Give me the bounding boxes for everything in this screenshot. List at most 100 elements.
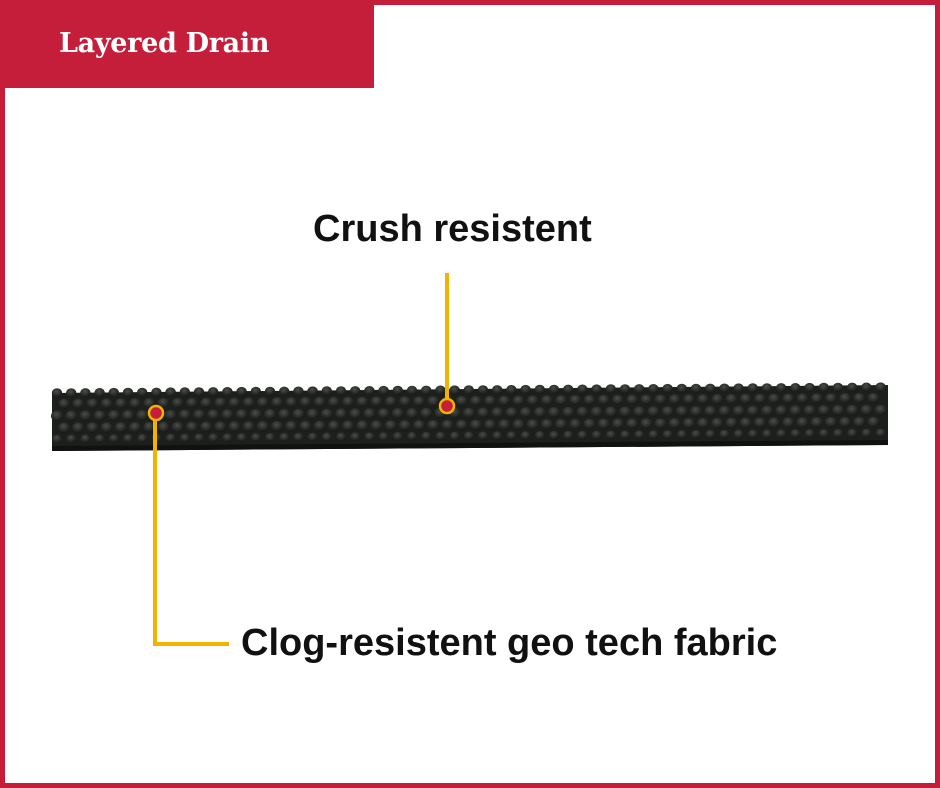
mat-stud [633,406,646,418]
mat-stud [591,430,602,440]
mat-stud [818,382,829,393]
page-title: Layered Drain [5,5,374,88]
mat-stud [179,433,190,443]
mat-stud [746,405,759,417]
mat-stud [804,429,815,439]
mat-stud [534,431,545,440]
mat-stud [370,420,383,432]
mat-stud [597,394,610,406]
mat-stud [647,406,660,418]
mat-stud [648,384,659,394]
mat-stud [549,430,559,440]
mat-stud [732,405,745,417]
mat-stud [236,386,247,397]
mat-stud [512,419,525,431]
mat-stud [463,385,474,395]
mat-stud [583,394,596,406]
mat-stud [435,385,446,395]
mat-stud [108,434,119,444]
mat-stud [384,396,397,407]
mat-stud [356,396,369,407]
mat-stud [569,418,582,430]
mat-stud [100,398,113,409]
mat-stud [705,429,716,439]
mat-stud [208,387,219,397]
mat-stud [839,416,851,428]
mat-stud [619,384,631,394]
mat-stud [654,394,667,405]
mat-stud [441,419,454,431]
mat-stud [455,395,468,407]
mat-stud [662,430,673,440]
mat-stud [279,432,290,442]
mat-stud [548,407,560,418]
mat-stud [548,384,560,395]
mat-stud [697,417,709,429]
mat-stud [563,430,574,440]
mat-stud [861,382,872,392]
mat-stud [577,430,588,440]
mat-stud [157,398,170,409]
mat-stud [775,405,788,417]
mat-stud [52,434,62,444]
mat-stud [235,409,248,420]
mat-stud [860,404,873,416]
mat-stud [611,418,624,430]
mat-stud [747,383,758,393]
mat-stud [569,395,581,406]
mat-stud [455,419,468,431]
mat-stud [58,398,70,410]
mat-stud [66,388,77,398]
mat-stud [620,430,630,440]
mat-stud [711,394,723,405]
mat-stud [761,383,773,393]
mat-stud [349,408,362,420]
drain-illustration [51,273,888,646]
mat-stud [435,431,446,441]
mat-stud [867,392,880,404]
mat-stud [505,407,518,419]
mat-stud [285,397,298,408]
mat-stud [250,433,261,442]
callout-dot-bottom [147,404,165,422]
mat-stud [605,384,616,394]
mat-stud [463,431,474,441]
mat-stud [733,429,744,439]
mat-stud [604,406,617,418]
mat-stud [80,434,91,444]
mat-stud [122,410,134,421]
mat-stud [427,419,440,431]
callout-dot-top [438,397,456,415]
mat-stud [285,420,298,432]
mat-stud [506,385,517,395]
mat-stud [847,382,858,392]
mat-stud [51,388,63,398]
mat-stud [86,398,99,409]
mat-stud [846,404,859,416]
mat-stud [626,394,638,405]
mat-stud [164,409,177,421]
mat-stud [668,418,681,429]
mat-stud [853,416,866,428]
mat-stud [391,408,404,419]
mat-stud [492,385,503,395]
mat-stud [136,410,149,421]
mat-stud [690,406,702,417]
mat-stud [122,387,134,398]
mat-stud [421,431,432,441]
mat-stud [526,395,539,406]
mat-stud [342,420,354,432]
mat-stud [292,408,305,420]
mat-stud [327,420,340,432]
mat-stud [398,420,411,431]
mat-stud [293,386,304,396]
mat-stud [705,383,716,393]
mat-stud [492,431,503,441]
mat-stud [193,409,205,421]
mat-stud [526,419,539,430]
mat-stud [704,405,717,417]
mat-stud [58,422,70,434]
mat-stud [768,417,780,429]
mat-stud [335,386,347,396]
mat-stud [65,410,78,422]
